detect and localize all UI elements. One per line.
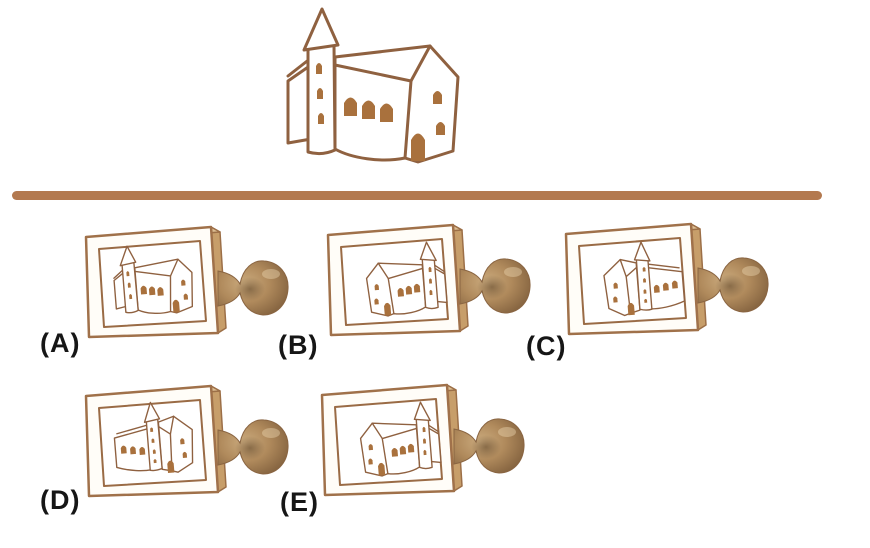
option-a-label[interactable]: (A) <box>40 328 81 358</box>
option-d-stamp[interactable] <box>80 380 295 505</box>
divider-line <box>12 191 822 200</box>
option-a-stamp[interactable] <box>80 221 295 346</box>
church-drawing <box>286 7 460 164</box>
option-d-label[interactable]: (D) <box>40 485 81 515</box>
option-c-stamp[interactable] <box>560 218 775 343</box>
option-b-label[interactable]: (B) <box>278 330 319 360</box>
option-e-stamp[interactable] <box>316 379 531 504</box>
option-b-stamp[interactable] <box>322 219 537 344</box>
target-church-illustration <box>286 7 460 164</box>
option-c-label[interactable]: (C) <box>526 331 567 361</box>
option-e-label[interactable]: (E) <box>280 487 319 517</box>
